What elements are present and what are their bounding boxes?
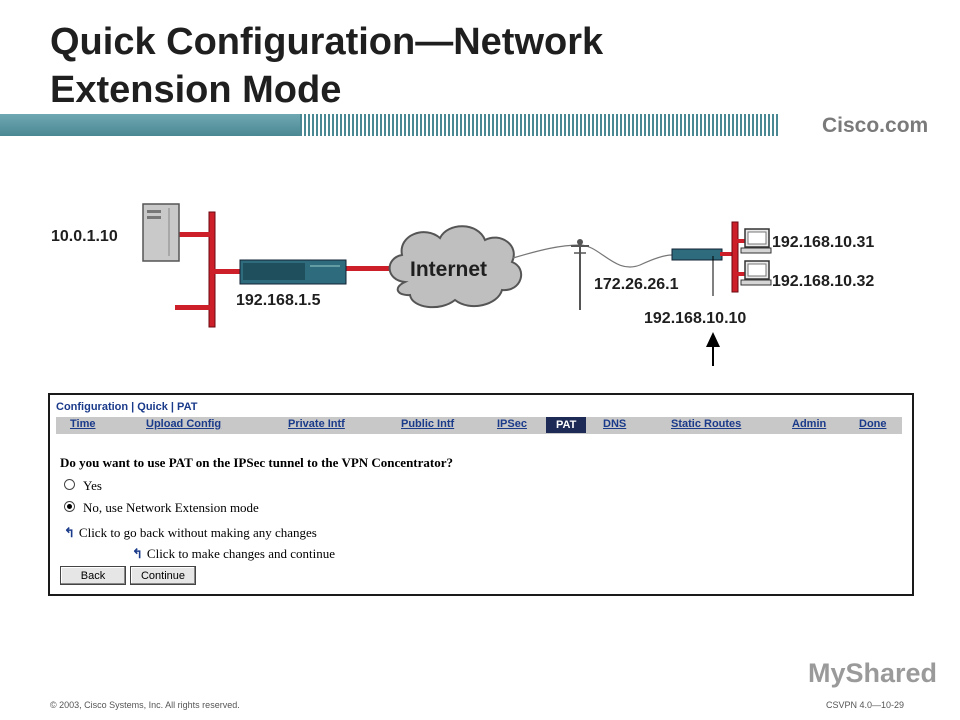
nav-done[interactable]: Done <box>859 418 887 430</box>
server-icon <box>142 203 180 262</box>
header-bar-stripes <box>300 114 780 136</box>
hint-continue: ↰Click to make changes and continue <box>132 546 335 562</box>
pat-question: Do you want to use PAT on the IPSec tunn… <box>60 455 453 470</box>
nav-ipsec[interactable]: IPSec <box>497 418 527 430</box>
network-diagram <box>142 203 772 366</box>
nav-static-routes[interactable]: Static Routes <box>671 418 742 430</box>
vpn-client-icon <box>671 248 723 261</box>
breadcrumb: Configuration | Quick | PAT <box>56 401 198 413</box>
hint-continue-text: Click to make changes and continue <box>146 546 335 561</box>
nav-upload-config[interactable]: Upload Config <box>146 418 222 430</box>
radio-network-extension[interactable] <box>64 501 75 512</box>
slide-title-line2: Extension Mode <box>50 69 342 111</box>
server-ip-label: 10.0.1.10 <box>51 228 118 245</box>
option-network-extension[interactable]: No, use Network Extension mode <box>64 500 259 516</box>
radio-yes[interactable] <box>64 479 75 490</box>
return-arrow-icon: ↰ <box>132 546 143 561</box>
pc-icon-host2 <box>740 260 772 286</box>
hint-back: ↰Click to go back without making any cha… <box>64 525 317 541</box>
quick-config-screen: Configuration | Quick | PAT Time Upload … <box>48 393 914 596</box>
lan-drop-stub <box>175 305 213 310</box>
slide-title: Quick Configuration—Network Extension Mo… <box>50 18 910 114</box>
client-lan-link <box>720 252 734 256</box>
myshared-watermark: MyShared <box>808 658 938 688</box>
pointer-arrow-icon <box>706 332 720 366</box>
option-yes[interactable]: Yes <box>64 478 102 494</box>
nav-private-intf[interactable]: Private Intf <box>288 418 345 430</box>
nav-pat[interactable]: PAT <box>546 417 587 433</box>
back-button[interactable]: Back <box>60 566 126 585</box>
nav-bar: Time Upload Config Private Intf Public I… <box>56 417 902 434</box>
private-ip-label: 192.168.10.10 <box>644 310 747 327</box>
option-yes-label: Yes <box>83 478 102 493</box>
header-bar <box>0 114 960 136</box>
lan-drop-host2 <box>736 272 746 276</box>
return-arrow-icon: ↰ <box>64 525 75 540</box>
nav-time[interactable]: Time <box>70 418 96 430</box>
internet-label: Internet <box>410 258 488 281</box>
vpn-concentrator-icon <box>239 259 347 285</box>
slide-title-line1: Quick Configuration—Network <box>50 21 604 63</box>
telephone-pole-icon <box>571 239 589 310</box>
nav-dns[interactable]: DNS <box>603 418 627 430</box>
dialup-line <box>512 244 673 268</box>
concentrator-ip-label: 192.168.1.5 <box>236 292 321 309</box>
internet-cloud-icon <box>388 225 523 309</box>
header-bar-solid <box>0 114 300 136</box>
public-ip-label: 172.26.26.1 <box>594 276 679 293</box>
lan-drop-host1 <box>736 239 746 243</box>
pc-icon-host1 <box>740 228 772 254</box>
host1-ip-label: 192.168.10.31 <box>772 234 875 251</box>
nav-public-intf[interactable]: Public Intf <box>401 418 455 430</box>
lan-bus-right <box>731 221 739 293</box>
continue-button[interactable]: Continue <box>130 566 196 585</box>
copyright-footer: © 2003, Cisco Systems, Inc. All rights r… <box>50 700 240 710</box>
host2-ip-label: 192.168.10.32 <box>772 273 875 290</box>
lan-drop-concentrator <box>213 269 241 274</box>
link-concentrator-cloud <box>346 266 406 271</box>
nav-admin[interactable]: Admin <box>792 418 827 430</box>
option-network-extension-label: No, use Network Extension mode <box>83 500 259 515</box>
lan-drop-server <box>177 232 212 237</box>
hint-back-text: Click to go back without making any chan… <box>78 525 317 540</box>
slide-number-footer: CSVPN 4.0—10-29 <box>826 700 905 710</box>
cisco-brand: Cisco.com <box>822 114 929 137</box>
